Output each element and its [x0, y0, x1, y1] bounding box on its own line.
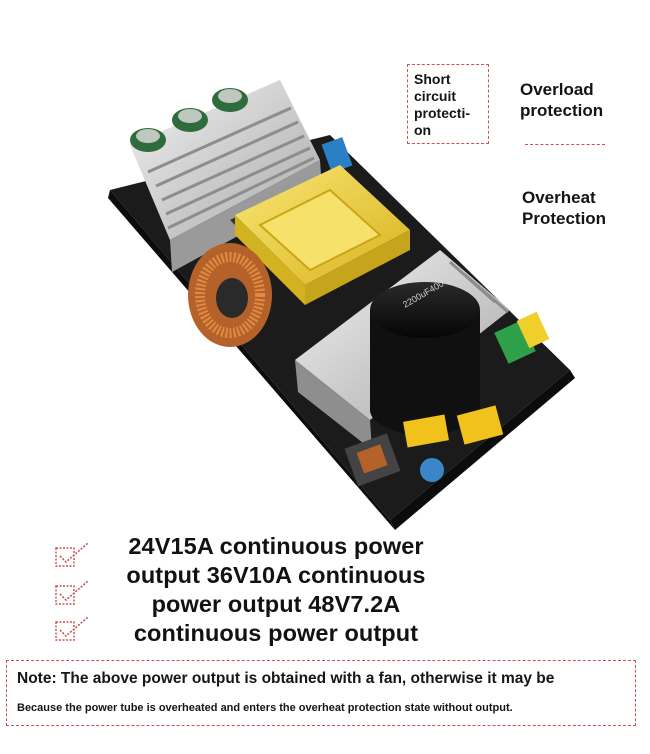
power-supply-board-photo: 2200uF400V: [108, 80, 575, 530]
output-capacitors: [130, 88, 248, 152]
note-box: Note: The above power output is obtained…: [6, 660, 636, 726]
checkmark-box-icon: [54, 614, 92, 644]
note-line-1: Note: The above power output is obtained…: [17, 670, 555, 687]
overheat-protection-label: Overheat Protection: [522, 188, 622, 229]
transformer: [230, 165, 410, 305]
power-output-headline: 24V15A continuous power output 36V10A co…: [126, 533, 426, 646]
checkmark-box-icon: [54, 578, 92, 608]
bulk-capacitor: 2200uF400V: [370, 275, 480, 435]
y-capacitor: [420, 458, 444, 482]
output-terminal: [321, 137, 353, 173]
x-capacitor: [403, 414, 449, 448]
note-line-2: Because the power tube is overheated and…: [17, 702, 513, 714]
overload-line-2: protection: [520, 100, 604, 120]
short-circuit-line-2: circuit: [414, 88, 457, 105]
short-circuit-line-3: protecti-: [414, 105, 470, 122]
input-terminal: [494, 311, 550, 364]
toroidal-inductor: [188, 243, 272, 347]
overload-underline: [525, 144, 605, 145]
overheat-line-1: Overheat: [522, 188, 596, 207]
x-capacitor: [456, 405, 504, 445]
overheat-line-2: Protection: [522, 208, 607, 228]
overload-protection-label: Overload protection: [520, 80, 612, 121]
overload-line-1: Overload: [520, 80, 594, 99]
short-circuit-line-1: Short: [414, 71, 451, 87]
short-circuit-line-4: on: [414, 122, 432, 139]
checkmark-box-icon: [54, 540, 92, 570]
short-circuit-protection-label: Short circuit protecti- on: [407, 64, 489, 144]
